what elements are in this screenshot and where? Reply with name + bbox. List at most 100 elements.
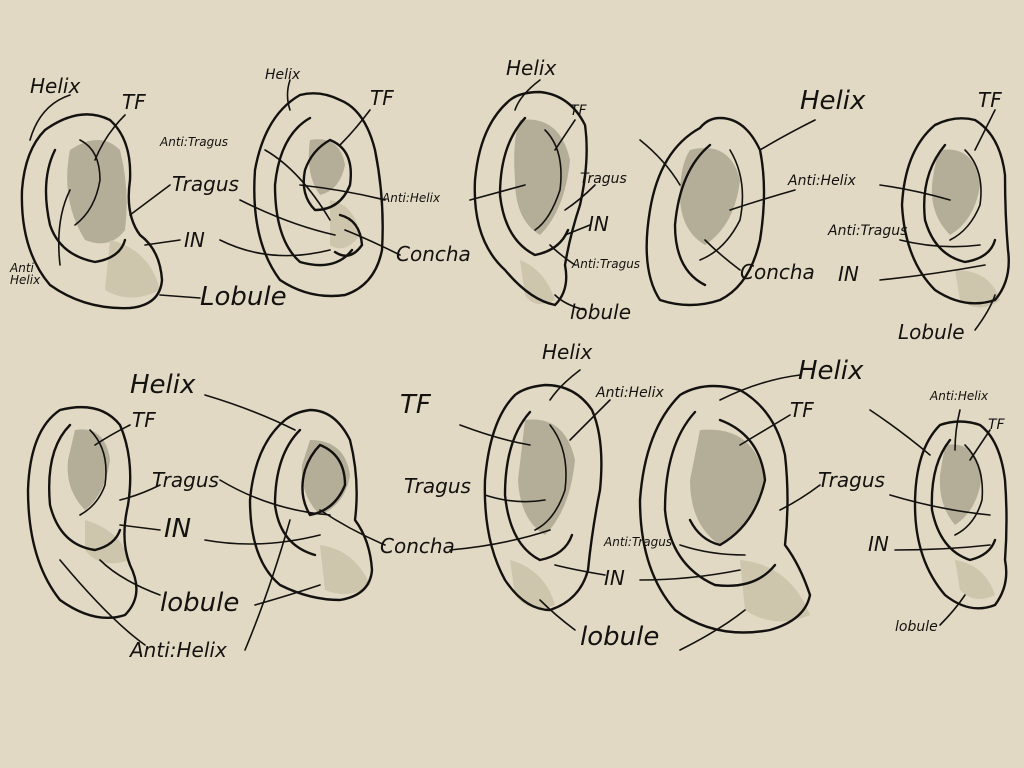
- ear-5-leader-tf: [974, 109, 996, 151]
- ear-5-leader-lobule: [974, 294, 996, 331]
- label-in: IN: [868, 532, 889, 556]
- label-helix: Helix: [542, 340, 593, 364]
- label-tragus: Tragus: [152, 468, 219, 492]
- ear-6-lobe-shade: [85, 520, 130, 564]
- ear-8-outer-helix: [483, 383, 603, 612]
- ear-1-leader-antihelix: [57, 189, 71, 266]
- label-helix: Helix: [798, 356, 864, 386]
- ear-1-inner-helix: [44, 148, 127, 264]
- ear-6-leader-lobule: [99, 559, 161, 596]
- ear-3-outer-helix: [473, 90, 588, 307]
- ear-5-lobe-shade: [955, 270, 1000, 308]
- label-concha: Concha: [396, 242, 471, 266]
- ear-3-leader-in: [564, 224, 591, 236]
- label-concha: Concha: [740, 260, 815, 284]
- label-lobule: lobule: [160, 588, 240, 618]
- ear-5-leader-in: [879, 264, 986, 281]
- ear-4-inner-helix: [673, 143, 712, 287]
- ear-4-leader-helix: [759, 119, 816, 151]
- ear-3-leader-tf: [554, 119, 576, 151]
- ear-8-leader-helix: [549, 369, 581, 401]
- ear-sketch-3: [469, 79, 596, 311]
- ear-5-leader-antihelix: [879, 184, 951, 201]
- label-anti-tragus: Anti:Tragus: [828, 223, 908, 239]
- label-anti-tragus: Anti:Tragus: [160, 135, 229, 149]
- label-in: IN: [184, 228, 205, 252]
- ear-1-leader-helix: [29, 94, 71, 141]
- ear-10-leader-antihelix: [954, 409, 961, 451]
- ear-8-lobe-shade: [510, 560, 555, 609]
- ear-3-leader-lobule: [554, 294, 586, 311]
- label-anti-helix: Anti:Helix: [596, 385, 664, 401]
- ear-10-leader-tragus: [889, 494, 991, 516]
- ear-10-antihelix: [954, 444, 984, 536]
- label-lobule: Lobule: [898, 320, 965, 344]
- ear-5-outer-helix: [900, 117, 1010, 305]
- ear-9-leader-tf: [739, 414, 791, 446]
- ear-10-concha-shade: [939, 444, 982, 525]
- ear-4-leader-concha: [704, 239, 741, 271]
- ear-3-leader-tragus: [564, 184, 596, 211]
- ear-7-concha-shade: [301, 440, 350, 515]
- ear-2-concha-shade: [308, 139, 345, 195]
- label-lobule: lobule: [895, 619, 938, 635]
- label-in: IN: [164, 514, 192, 544]
- label-in: IN: [838, 262, 859, 286]
- ear-6-outer-helix: [26, 406, 138, 619]
- label-tf: TF: [988, 417, 1005, 433]
- ear-6-leader-tf: [94, 424, 131, 446]
- ear-8-leader-concha: [449, 529, 551, 551]
- ear-1-leader-tf: [94, 114, 126, 161]
- ear-2-leader-antitragus: [264, 149, 331, 221]
- ear-7-leader-in: [204, 534, 321, 545]
- ear-10-leader-tf: [969, 429, 991, 461]
- ear-8-leader-lobule: [539, 599, 576, 631]
- ear-6-concha-shade: [67, 429, 110, 510]
- label-tragus: Tragus: [818, 468, 885, 492]
- ear-8-leader-antihelix: [569, 399, 611, 441]
- label-in: IN: [604, 566, 625, 590]
- label-tragus: Tragus: [172, 172, 239, 196]
- ear-7-leader-antihelix: [244, 519, 291, 651]
- ear-2-leader-concha: [344, 229, 401, 256]
- ear-7-leader-concha: [319, 509, 386, 546]
- label-tf: TF: [122, 90, 146, 114]
- ear-7-leader-lobule: [254, 584, 321, 606]
- ear-9-concha-shade: [690, 429, 765, 545]
- ear-9-inner-helix: [663, 410, 777, 587]
- ear-sketch-10: [869, 409, 1008, 626]
- ear-9-leader-antitragus: [679, 544, 746, 556]
- label-helix: Helix: [265, 67, 301, 83]
- ear-1-outer-helix: [20, 113, 164, 310]
- ear-3-leader-antitragus: [549, 244, 576, 266]
- ear-10-leader-helix: [869, 409, 931, 456]
- ear-8-leader-in: [554, 564, 606, 576]
- label-tragus: Tragus: [580, 171, 627, 187]
- label-anti-tragus: Anti:Tragus: [604, 535, 673, 549]
- label-anti-helix: Anti:Helix: [788, 173, 856, 189]
- ear-1-leader-in: [144, 239, 181, 246]
- ear-4-concha-shade: [680, 148, 740, 245]
- ear-sketch-4: [639, 116, 816, 307]
- ear-2-leader-tf: [339, 109, 371, 146]
- ear-4-outer-helix: [645, 116, 766, 307]
- ear-7-outer-helix: [248, 408, 374, 602]
- label-helix: Helix: [30, 74, 81, 98]
- ear-10-inner-helix: [930, 438, 997, 562]
- ear-7-concha: [301, 443, 347, 517]
- ear-7-leader-tragus: [219, 479, 331, 516]
- label-lobule: lobule: [570, 300, 632, 324]
- ear-9-antihelix: [688, 418, 767, 547]
- label-helix: Helix: [130, 370, 196, 400]
- label-tragus: Tragus: [404, 474, 471, 498]
- label-in: IN: [588, 212, 609, 236]
- ear-6-inner-helix: [48, 423, 122, 552]
- ear-2-outer-helix: [253, 92, 384, 298]
- label-anti-helix: Anti:Helix: [382, 191, 441, 205]
- ear-4-antihelix: [699, 149, 744, 261]
- label-anti-helix: Anti:Helix: [130, 638, 227, 662]
- ear-sketch-7: [204, 394, 386, 651]
- ear-5-antihelix: [949, 149, 982, 241]
